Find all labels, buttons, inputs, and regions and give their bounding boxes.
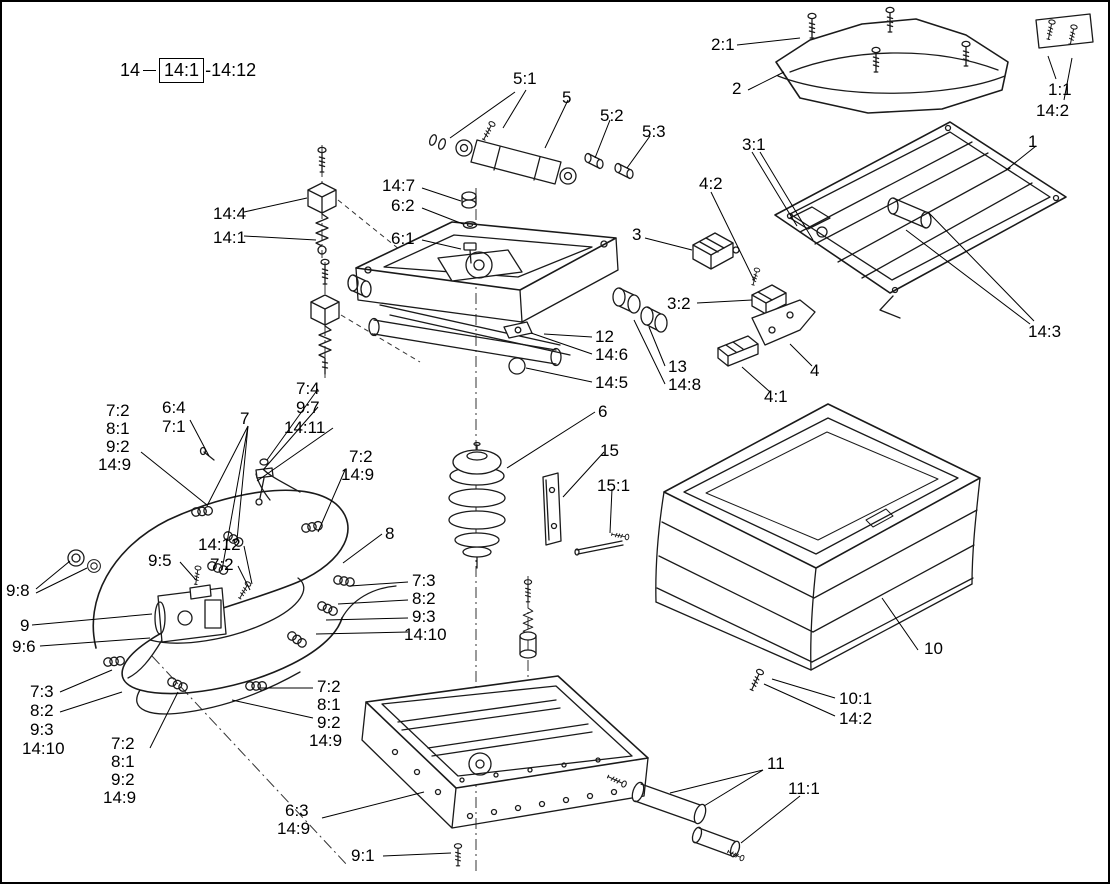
- bracket-15-art: [542, 472, 630, 556]
- construction-dashed: [337, 199, 421, 363]
- center-fasteners-art: [461, 191, 533, 375]
- suspension-frame-art: [347, 221, 668, 367]
- leader-lines: [31, 37, 1073, 857]
- valve-connector-art: [692, 232, 816, 367]
- cylinder-11-art: [606, 773, 746, 862]
- shock-absorber-art: [428, 120, 634, 185]
- seat-pan-art: [774, 121, 1067, 319]
- spring-mount-art: [307, 146, 340, 375]
- seat-cushion-art: [775, 6, 1009, 114]
- bellows-art: [655, 403, 981, 693]
- lower-stack-art: [519, 579, 537, 659]
- lower-frame-art: [361, 675, 649, 867]
- group-range-suffix: -14:12: [205, 60, 257, 80]
- group-boxed-range-start: 14:1: [159, 58, 205, 83]
- harness-art: [67, 446, 397, 715]
- mount-strip-art: [1035, 13, 1094, 49]
- air-spring-art: [448, 441, 506, 569]
- group-number: 14: [120, 60, 141, 80]
- group-dash: [143, 70, 157, 71]
- group-callout: 14 14:1 -14:12: [120, 58, 256, 83]
